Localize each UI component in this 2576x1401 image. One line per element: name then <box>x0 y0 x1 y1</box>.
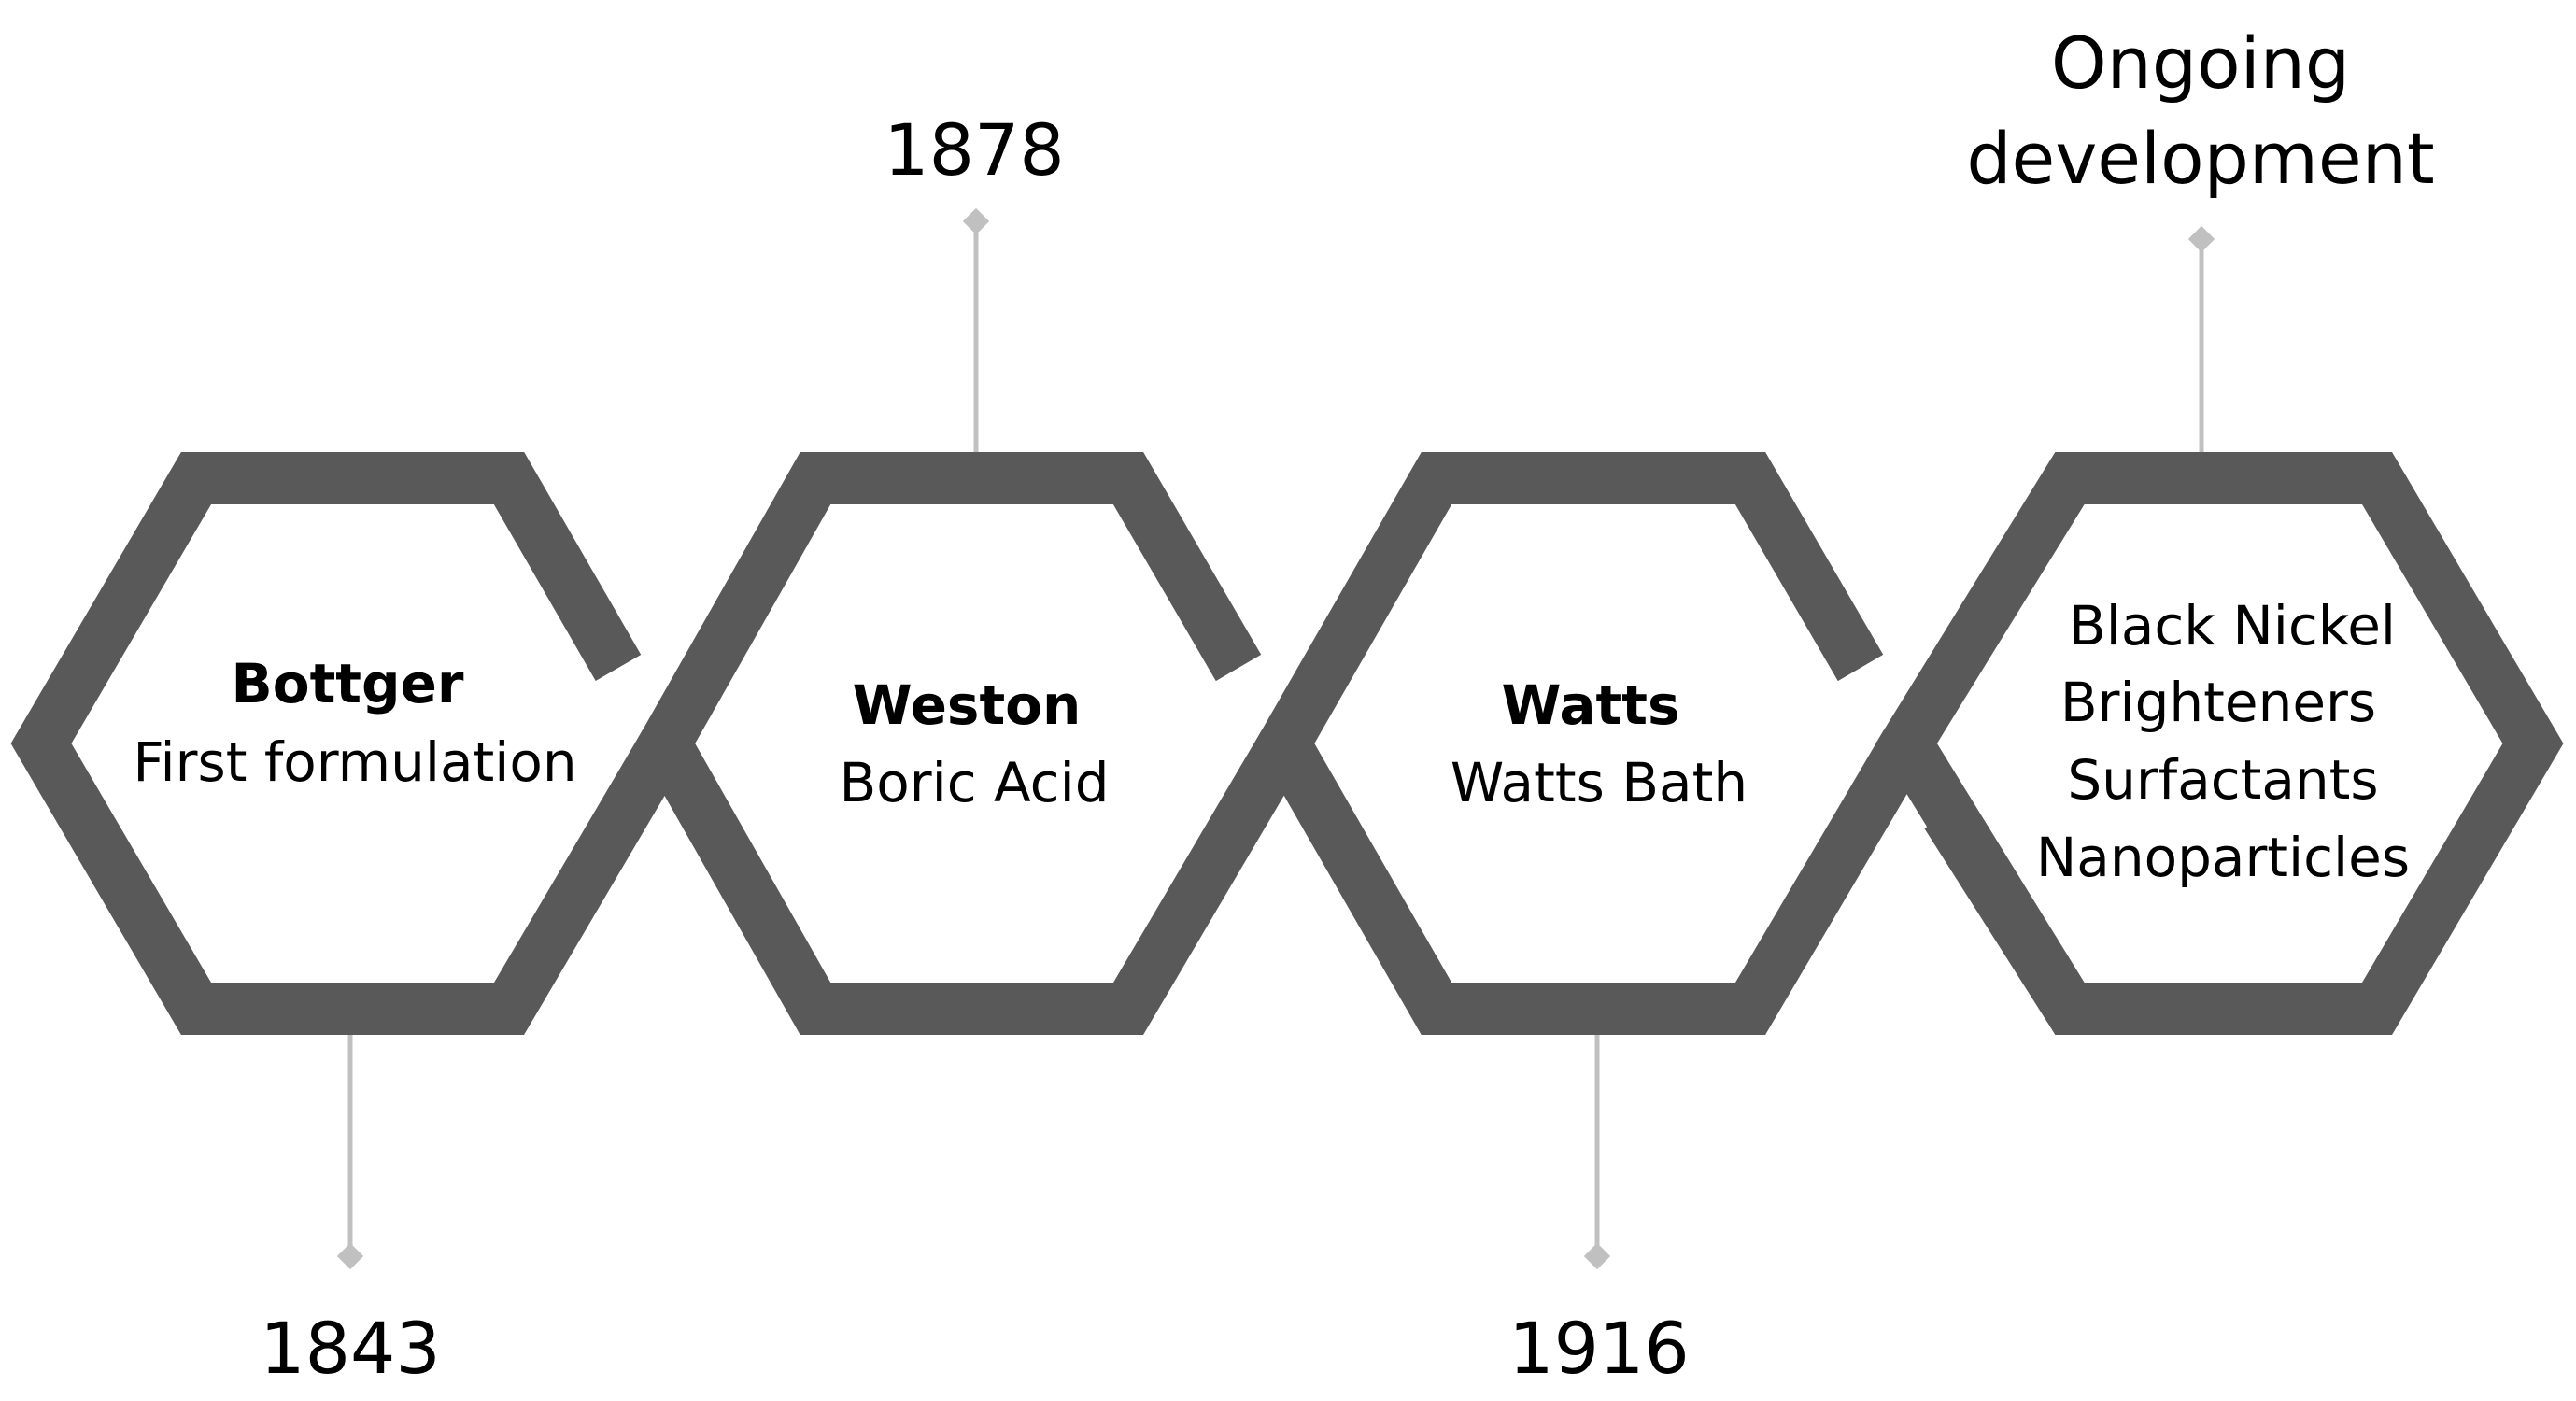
milestone-name-bottger: Bottger <box>232 652 464 715</box>
hexagon-chain <box>10 452 2564 1035</box>
hexagon-4-content: Black Nickel Brighteners Surfactants Nan… <box>2036 594 2410 889</box>
year-labels: 1843 1878 1916 Ongoing development <box>260 21 2434 1390</box>
hexagon-4 <box>1875 452 2564 1035</box>
hexagon-2-content: Weston Boric Acid <box>839 673 1109 814</box>
marker-1878 <box>962 207 990 235</box>
milestone-desc-watts: Watts Bath <box>1451 751 1748 814</box>
year-1843: 1843 <box>260 1307 440 1390</box>
marker-ongoing <box>2187 225 2215 253</box>
hexagon-2 <box>634 452 1308 1035</box>
milestone-desc-bottger: First formulation <box>133 730 576 794</box>
year-ongoing-line-1: Ongoing <box>2051 21 2350 105</box>
year-1878: 1878 <box>884 108 1064 191</box>
marker-1843 <box>336 1242 364 1270</box>
hexagon-3-content: Watts Watts Bath <box>1451 673 1748 814</box>
development-item-brighteners: Brighteners <box>2060 671 2376 734</box>
year-ongoing-line-2: development <box>1966 117 2434 200</box>
hexagon-1 <box>10 452 688 1035</box>
milestone-desc-weston: Boric Acid <box>839 751 1109 814</box>
milestone-name-weston: Weston <box>853 673 1082 737</box>
development-item-black-nickel: Black Nickel <box>2069 594 2396 658</box>
hexagon-3 <box>1253 452 1930 1035</box>
connectors <box>336 207 2215 1270</box>
milestone-name-watts: Watts <box>1501 673 1679 737</box>
development-item-surfactants: Surfactants <box>2067 748 2378 812</box>
marker-1916 <box>1583 1242 1611 1270</box>
development-item-nanoparticles: Nanoparticles <box>2036 826 2410 889</box>
hexagon-1-content: Bottger First formulation <box>133 652 576 794</box>
year-1916: 1916 <box>1508 1307 1689 1390</box>
